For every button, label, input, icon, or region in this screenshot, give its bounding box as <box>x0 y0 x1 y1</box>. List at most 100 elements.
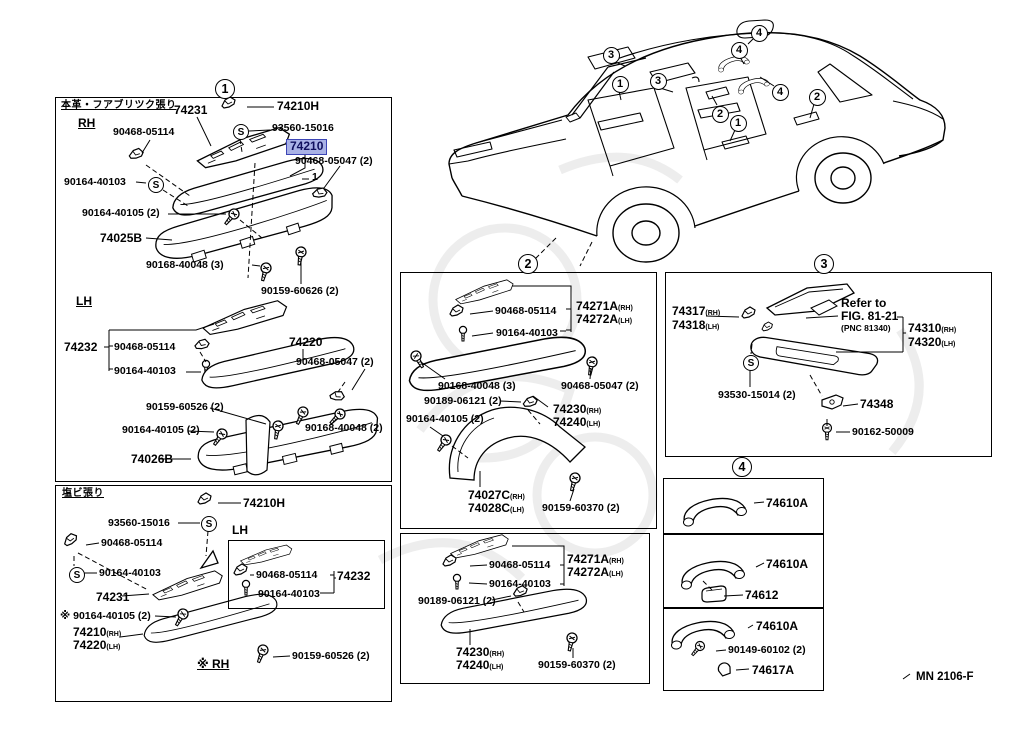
part-label: 90149-60102 (2) <box>728 644 806 656</box>
part-label: 74240(LH) <box>553 416 600 429</box>
part-label: 90168-40048 (3) <box>146 259 224 271</box>
part-label-text: 90468-05114 <box>256 569 318 581</box>
vinyl-box <box>55 485 392 702</box>
leader-lines <box>73 37 911 680</box>
part-label-text: 93560-15016 <box>108 517 170 529</box>
part-label: 74210(RH) <box>73 626 121 639</box>
part-label-text: 74232 <box>337 569 371 583</box>
part-label-text: 90164-40103 <box>114 365 176 377</box>
part-label: 74027C(RH) <box>468 489 525 502</box>
part-label-text: 74240 <box>553 415 587 429</box>
part-label-text: 90168-40048 (3) <box>146 259 224 271</box>
part-label-text: 74240 <box>456 658 490 672</box>
part-label-text: 90159-60370 (2) <box>538 659 616 671</box>
part-label-text: 93560-15016 <box>272 122 334 134</box>
part-label: 74320(LH) <box>908 336 955 349</box>
part-label-text: 74231 <box>96 590 130 604</box>
part-label-text: 74220 <box>289 335 323 349</box>
part-label-suffix: (RH) <box>106 631 122 638</box>
part-label-text: 74210 <box>73 625 107 639</box>
part-label-text: 74220 <box>73 638 107 652</box>
part-label: 1 <box>312 171 318 183</box>
part-label: 74028C(LH) <box>468 502 524 515</box>
part-label: Refer to <box>841 297 886 310</box>
part-label: 74232 <box>337 570 370 583</box>
part-label-text: 90164-40105 (2) <box>82 207 160 219</box>
part-label: 90468-05114 <box>101 537 162 549</box>
part-label-text: 90168-40048 (2) <box>305 422 383 434</box>
vinyl-lh-inner-box <box>228 540 385 609</box>
part-label: 74230(RH) <box>456 646 504 659</box>
part-label-text: 74232 <box>64 340 98 354</box>
part-label-text: 74230 <box>456 645 490 659</box>
part-label-suffix: (LH) <box>941 341 956 348</box>
part-label: 74230(RH) <box>553 403 601 416</box>
part-label-text: 74310 <box>908 321 942 335</box>
part-label-suffix: (RH) <box>618 305 633 312</box>
part-label-text: 90164-40105 (2) <box>406 413 484 425</box>
part-label-text: 90159-60526 (2) <box>146 401 224 413</box>
part-label: 93530-15014 (2) <box>718 389 796 401</box>
part-label: 74210H <box>243 497 285 510</box>
part-label-text: ※ RH <box>197 657 230 671</box>
part-label-text: 74272A <box>576 312 619 326</box>
sun-visor-box <box>665 272 992 457</box>
part-label-text: 90468-05114 <box>113 126 175 138</box>
part-label-text: LH <box>232 523 248 537</box>
part-label: LH <box>76 295 92 308</box>
part-label: 74220(LH) <box>73 639 120 652</box>
part-label-text: 90159-60370 (2) <box>542 502 620 514</box>
part-label: 90164-40105 (2) <box>82 207 160 219</box>
part-label: 74272A(LH) <box>576 313 632 326</box>
car-callout-1: 1 <box>729 114 747 132</box>
section-marker-3: 3 <box>814 254 834 274</box>
leather-fabric-title: 本革・フアブリツク張り <box>61 100 177 112</box>
part-label: 74272A(LH) <box>567 566 623 579</box>
part-label: 74231 <box>174 104 207 117</box>
part-label: 74210H <box>277 100 319 113</box>
part-label-text: 74610A <box>766 496 809 510</box>
section-marker-4: 4 <box>732 457 752 477</box>
part-label: 74317(RH) <box>672 305 720 318</box>
part-label: 90189-06121 (2) <box>424 395 502 407</box>
assist-grip-box-2 <box>663 533 824 609</box>
part-label: 90164-40105 (2) <box>122 424 200 436</box>
selected-part-74210[interactable]: 74210 <box>286 139 328 155</box>
part-label-text: 74210H <box>277 99 320 113</box>
part-label: 74025B <box>100 232 142 245</box>
part-label: 74318(LH) <box>672 319 719 332</box>
part-label-text: 90468-05047 (2) <box>295 155 373 167</box>
car-callout-4: 4 <box>771 83 789 101</box>
part-label-text: 74230 <box>553 402 587 416</box>
s-marker-icon: S <box>69 567 85 583</box>
part-label: 90168-40048 (3) <box>438 380 516 392</box>
part-label-text: 90468-05114 <box>495 305 557 317</box>
section-marker-1: 1 <box>215 79 235 99</box>
vinyl-title: 塩ビ張り <box>62 488 104 500</box>
car-callout-1: 1 <box>611 75 629 93</box>
part-label-suffix: (LH) <box>489 664 504 671</box>
car-callout-3: 3 <box>602 46 620 64</box>
part-label: 74610A <box>766 558 808 571</box>
part-label-text: 90164-40105 (2) <box>122 424 200 436</box>
part-label-suffix: (LH) <box>705 324 720 331</box>
part-label-suffix: (RH) <box>510 494 525 501</box>
part-label: 90159-60526 (2) <box>292 650 370 662</box>
part-label: 90468-05114 <box>495 305 557 317</box>
part-label-suffix: (LH) <box>586 421 601 428</box>
car-callout-2: 2 <box>711 105 729 123</box>
part-label: 74240(LH) <box>456 659 503 672</box>
part-label: 90468-05114 <box>113 126 175 138</box>
part-label: 74612 <box>745 589 778 602</box>
part-label-text: RH <box>78 116 96 130</box>
part-label-text: 90189-06121 (2) <box>418 595 496 607</box>
part-label-text: 90164-40103 <box>489 578 551 590</box>
section-marker-2: 2 <box>518 254 538 274</box>
part-label: 74232 <box>64 341 97 354</box>
part-label-text: 90164-40103 <box>496 327 558 339</box>
part-label: 90468-05114 <box>256 569 318 581</box>
part-label: 90162-50009 <box>852 426 914 438</box>
part-label: 74231 <box>96 591 129 604</box>
part-label-text: Refer to <box>841 296 887 310</box>
